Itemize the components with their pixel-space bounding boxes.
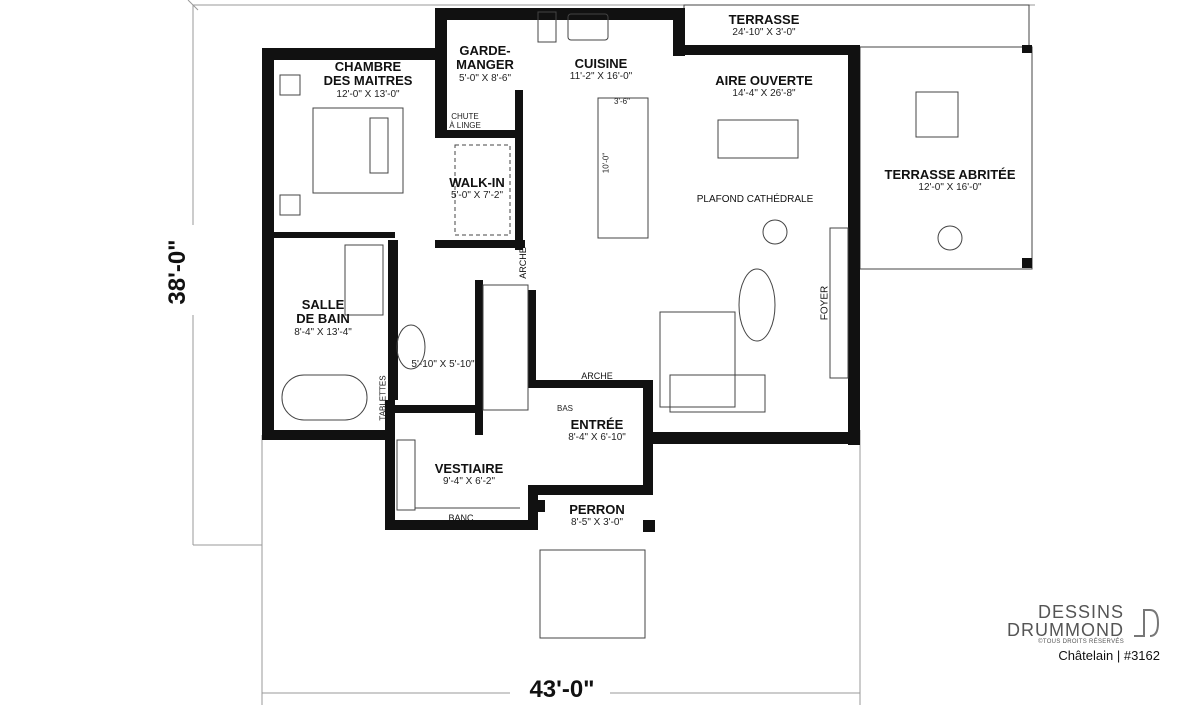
walls [262, 8, 1032, 532]
annotation-arche-horizontal: ARCHE [581, 371, 613, 381]
room-aire-ouverte: AIRE OUVERTE 14'-4" X 26'-8" [715, 73, 813, 100]
room-terrasse-abritee: TERRASSE ABRITÉE 12'-0" X 16'-0" [884, 167, 1016, 194]
room-garde-manger: GARDE- MANGER 5'-0" X 8'-6" [456, 43, 514, 84]
room-walk-in: WALK-IN 5'-0" X 7'-2" [449, 175, 505, 202]
room-salle-de-bain: SALLE DE BAIN 8'-4" X 13'-4" [294, 297, 352, 338]
annotation-arche-vertical: ARCHE [518, 247, 528, 279]
brand-block: DESSINS DRUMMOND ©TOUS DROITS RÉSERVÉS C… [1007, 603, 1160, 663]
dimension-width: 43'-0" [529, 676, 595, 703]
plan-model-title: Châtelain | #3162 [1058, 648, 1160, 663]
annotation-banc: BANC [448, 513, 474, 523]
annotation-island-width: 3'-6" [614, 97, 630, 106]
furniture [279, 11, 963, 639]
annotation-bas: BAS [556, 404, 574, 413]
room-salle-eau: 5'-10" X 5'-10" [411, 359, 475, 370]
room-cuisine: CUISINE 11'-2" X 16'-0" [569, 56, 633, 83]
brand-line1: DESSINS [1037, 602, 1124, 622]
room-entree: ENTRÉE 8'-4" X 6'-10" [568, 417, 626, 444]
room-terrasse: TERRASSE 24'-10" X 3'-0" [728, 12, 800, 39]
dimension-depth: 38'-0" [164, 239, 191, 305]
annotation-foyer: FOYER [819, 285, 831, 321]
brand-logo-icon [1134, 609, 1160, 637]
room-chambre-des-maitres: CHAMBRE DES MAITRES 12'-0" X 13'-0" [323, 59, 413, 100]
annotation-plafond-cathedrale: PLAFOND CATHÉDRALE [696, 194, 814, 205]
annotation-tablettes: TABLETTES [378, 375, 388, 421]
brand-line2: DRUMMOND [1007, 620, 1124, 640]
annotation-island-length: 10'-0" [601, 152, 611, 174]
annotation-chute-a-linge: CHUTE À LINGE [449, 112, 481, 130]
brand-copyright: ©TOUS DROITS RÉSERVÉS [1038, 639, 1124, 645]
room-vestiaire: VESTIAIRE 9'-4" X 6'-2" [434, 461, 504, 488]
dimension-lines [187, 0, 1035, 705]
room-perron: PERRON 8'-5" X 3'-0" [569, 502, 625, 529]
